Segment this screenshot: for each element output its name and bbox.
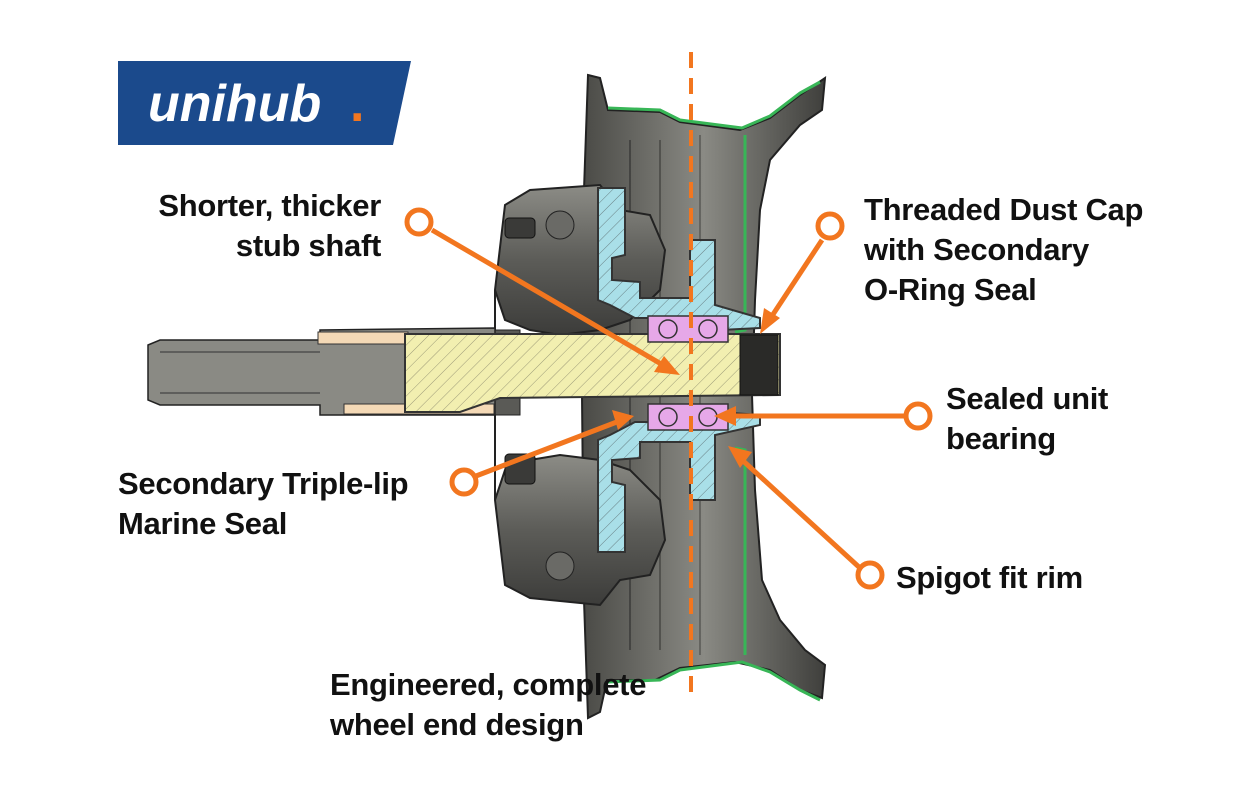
leader-unit-bearing <box>714 401 933 431</box>
stub-shaft-section <box>147 327 781 416</box>
callout-marine-seal: Secondary Triple-lip Marine Seal <box>118 466 409 541</box>
leader-stub-shaft <box>404 207 680 375</box>
unihub-logo: unihub . <box>118 61 411 145</box>
logo-text: unihub <box>148 75 321 133</box>
callout-unit-bearing: Sealed unit bearing <box>946 381 1109 456</box>
unit-bearing-section <box>647 315 729 431</box>
logo-dot: . <box>350 75 364 133</box>
leader-marine-seal <box>449 410 634 497</box>
callout-leaders <box>404 207 933 590</box>
callout-spigot-rim: Spigot fit rim <box>896 560 1083 595</box>
leader-spigot-rim <box>728 446 885 590</box>
callout-dust-cap: Threaded Dust Cap with Secondary O-Ring … <box>864 192 1144 307</box>
callout-stub-shaft: Shorter, thicker stub shaft <box>158 188 381 263</box>
hub-section <box>597 187 761 553</box>
callout-wheel-end: Engineered, complete wheel end design <box>330 667 647 742</box>
leader-dust-cap <box>760 211 845 334</box>
